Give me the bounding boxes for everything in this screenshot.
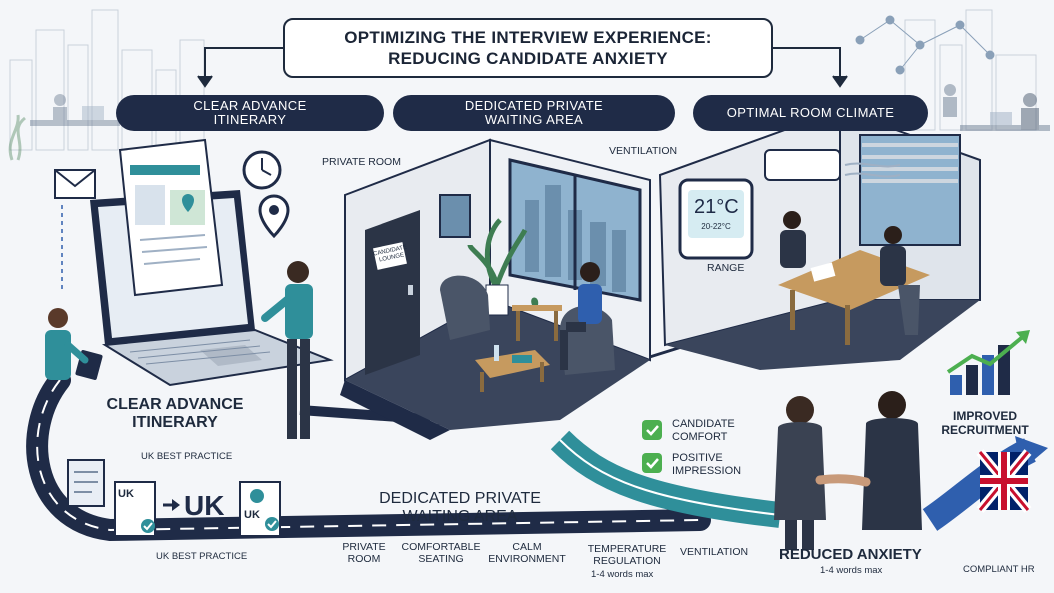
uk-doc-b-label: UK (244, 509, 260, 521)
label-positive-1: POSITIVE (672, 452, 723, 464)
location-pin-icon (258, 194, 290, 239)
label-comfortable-1: COMFORTABLE (401, 541, 481, 553)
banner-waiting-line-1: DEDICATED PRIVATE (464, 97, 604, 113)
label-calm-environment: CALM ENVIRONMENT (484, 541, 570, 565)
banner-itinerary-line-2: ITINERARY (213, 112, 287, 127)
label-private-room-bottom-1: PRIVATE (342, 541, 386, 553)
label-reduced-anxiety: REDUCED ANXIETY (779, 546, 922, 563)
label-waiting-big: DEDICATED PRIVATE WAITING AREA (360, 490, 560, 527)
label-uk-best-practice-1: UK BEST PRACTICE (141, 451, 233, 462)
banner-climate: OPTIMAL ROOM CLIMATE (693, 95, 928, 131)
label-candidate-comfort-1: CANDIDATE (672, 418, 735, 430)
label-comfortable-seating: COMFORTABLE SEATING (398, 541, 484, 565)
label-private-room-bottom-2: ROOM (347, 553, 381, 566)
envelope-icon (54, 169, 96, 290)
office-workers-right-illustration (943, 84, 1050, 131)
growth-chart-icon (946, 330, 1030, 395)
label-calm-2: ENVIRONMENT (488, 553, 566, 566)
banner-itinerary: CLEAR ADVANCE ITINERARY (116, 95, 384, 131)
title-connector-arrows (197, 47, 848, 88)
label-private-room-bottom: PRIVATE ROOM (336, 541, 392, 565)
uk-documents-group (67, 459, 281, 537)
label-uk-best-practice-2: UK BEST PRACTICE (156, 551, 248, 562)
title-line-1: OPTIMIZING THE INTERVIEW EXPERIENCE: (344, 27, 712, 47)
label-improved-1: IMPROVED (952, 409, 1017, 423)
check-icon-impression (642, 453, 662, 473)
label-candidate-comfort: CANDIDATE COMFORT (672, 418, 735, 443)
label-candidate-comfort-2: COMFORT (672, 430, 728, 443)
label-temperature-1: TEMPERATURE (587, 543, 667, 555)
network-graph-icon (855, 15, 995, 75)
label-improved-recruitment: IMPROVED RECRUITMENT (938, 409, 1032, 438)
person-pointing-illustration (261, 261, 313, 439)
label-words-max-1: 1-4 words max (591, 569, 654, 580)
label-improved-2: RECRUITMENT (941, 422, 1029, 437)
clock-icon (242, 150, 282, 190)
thermostat-temp: 21°C (694, 196, 739, 218)
label-positive-2: IMPRESSION (672, 464, 742, 477)
title-line-2: REDUCING CANDIDATE ANXIETY (388, 49, 668, 68)
label-comfortable-2: SEATING (418, 553, 464, 566)
label-waiting-big-1: DEDICATED PRIVATE (379, 490, 541, 507)
banner-waiting: DEDICATED PRIVATE WAITING AREA (393, 95, 675, 131)
banner-waiting-line-2: WAITING AREA (484, 112, 584, 127)
woman-tablet-illustration (45, 308, 103, 380)
label-range: RANGE (707, 262, 745, 274)
handshake-illustration (774, 391, 922, 550)
waiting-room-illustration (340, 138, 651, 440)
label-positive-impression: POSITIVE IMPRESSION (672, 452, 741, 477)
title-box: OPTIMIZING THE INTERVIEW EXPERIENCE: RED… (283, 18, 773, 78)
label-words-max-2: 1-4 words max (820, 565, 883, 576)
interview-room-illustration (658, 108, 981, 370)
check-icon-comfort (642, 420, 662, 440)
label-itinerary-big-1: CLEAR ADVANCE (106, 396, 244, 413)
uk-flag-icon (976, 449, 1032, 513)
label-compliant-hr: COMPLIANT HR (963, 564, 1035, 575)
label-ventilation-bottom: VENTILATION (680, 546, 749, 558)
label-waiting-big-2: WAITING AREA (402, 508, 518, 526)
label-temperature-regulation: TEMPERATURE REGULATION (582, 543, 672, 567)
banner-itinerary-line-1: CLEAR ADVANCE (193, 97, 307, 113)
label-calm-1: CALM (512, 541, 542, 553)
label-temperature-2: REGULATION (593, 555, 661, 568)
thermostat-range: 20-22°C (701, 222, 731, 231)
label-itinerary-big: CLEAR ADVANCE ITINERARY (100, 396, 250, 433)
banner-climate-line-1: OPTIMAL ROOM CLIMATE (726, 104, 895, 120)
office-workers-left-illustration (8, 94, 120, 161)
label-uk-big: UK (184, 490, 225, 521)
label-private-room-top: PRIVATE ROOM (322, 156, 401, 168)
label-itinerary-big-2: ITINERARY (132, 414, 218, 432)
label-ventilation-top: VENTILATION (609, 145, 678, 157)
uk-doc-a-label: UK (118, 488, 134, 500)
itinerary-document-icon (118, 138, 224, 297)
